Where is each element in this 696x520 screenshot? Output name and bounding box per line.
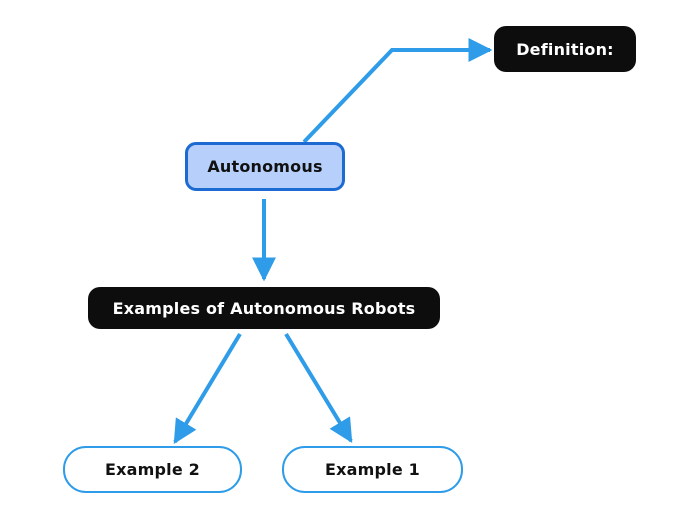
- edge-examples-to-example1: [284, 332, 353, 444]
- example1-node[interactable]: Example 1: [282, 446, 463, 493]
- example2-node[interactable]: Example 2: [63, 446, 242, 493]
- autonomous-node-label: Autonomous: [207, 157, 323, 176]
- example2-node-label: Example 2: [104, 460, 200, 479]
- edge-examples-to-example2: [173, 332, 242, 445]
- examples-node[interactable]: Examples of Autonomous Robots: [88, 287, 440, 329]
- autonomous-node[interactable]: Autonomous: [185, 142, 345, 191]
- definition-node-label: Definition:: [516, 39, 614, 59]
- example1-node-label: Example 1: [324, 460, 420, 479]
- edge-autonomous-to-definition: [302, 38, 493, 144]
- examples-node-label: Examples of Autonomous Robots: [112, 298, 416, 318]
- definition-node[interactable]: Definition:: [494, 26, 636, 72]
